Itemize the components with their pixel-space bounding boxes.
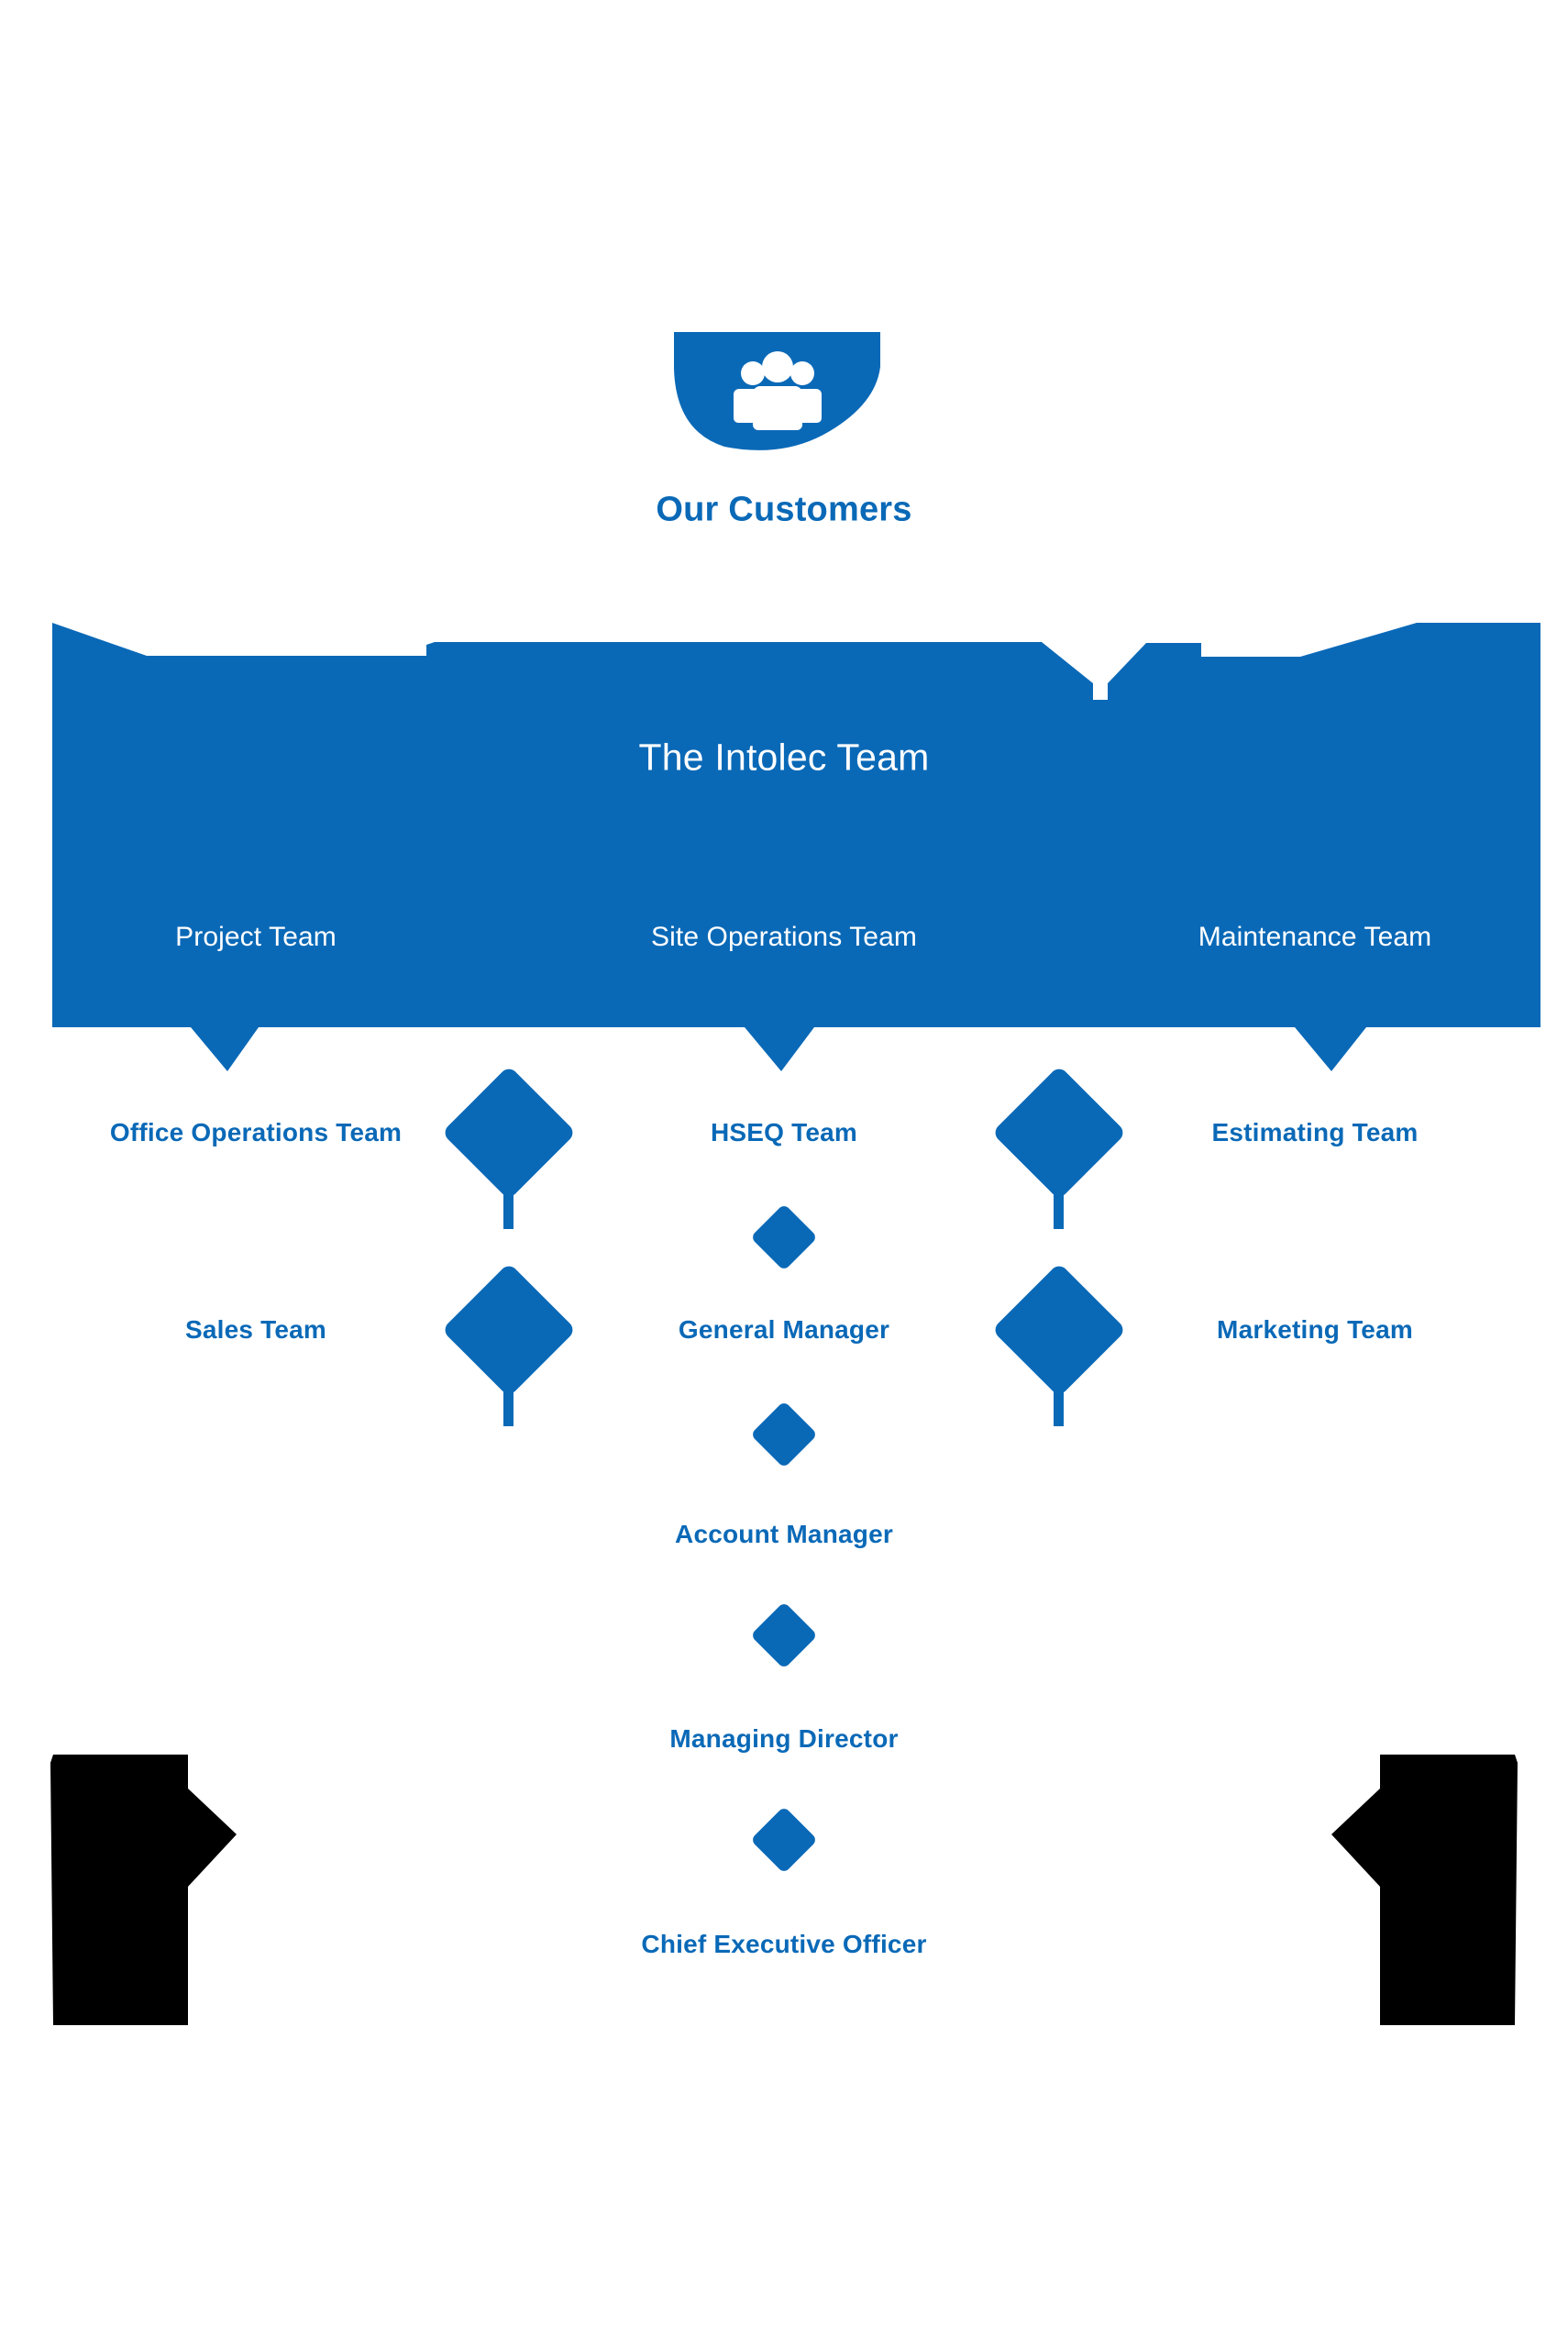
connector-diamond-office-ops	[445, 1069, 573, 1229]
intolec-band-shape	[52, 623, 1540, 1071]
row2-connectors	[445, 1266, 1123, 1466]
connector-diamond-small-gm	[753, 1403, 815, 1466]
bottom-left-black-block	[50, 1755, 237, 2025]
band-team-site-operations: Site Operations Team	[651, 922, 917, 952]
node-managing-director: Managing Director	[669, 1724, 899, 1753]
node-estimating-team: Estimating Team	[1211, 1118, 1419, 1146]
row1-connectors	[445, 1069, 1123, 1268]
node-chief-executive-officer: Chief Executive Officer	[641, 1930, 927, 1958]
connector-diamond-small-managing-director	[753, 1809, 815, 1871]
connector-diamond-small-account-manager	[753, 1604, 815, 1667]
node-account-manager: Account Manager	[675, 1520, 893, 1548]
node-general-manager: General Manager	[678, 1315, 890, 1344]
band-team-maintenance: Maintenance Team	[1198, 922, 1432, 952]
connector-diamond-marketing	[995, 1266, 1123, 1426]
connector-diamond-small-hseq	[753, 1206, 815, 1268]
connector-diamond-estimating	[995, 1069, 1123, 1229]
customers-label: Our Customers	[656, 490, 912, 529]
node-sales-team: Sales Team	[184, 1315, 327, 1344]
people-group-icon	[734, 351, 822, 430]
node-marketing-team: Marketing Team	[1217, 1315, 1413, 1344]
node-hseq-team: HSEQ Team	[711, 1118, 857, 1146]
band-title: The Intolec Team	[638, 736, 930, 779]
customers-node	[674, 332, 880, 450]
intolec-team-band	[52, 623, 1540, 1071]
node-office-operations-team: Office Operations Team	[109, 1118, 403, 1146]
band-team-project: Project Team	[175, 922, 337, 952]
bottom-right-black-block	[1331, 1755, 1518, 2025]
connector-diamond-sales	[445, 1266, 573, 1426]
